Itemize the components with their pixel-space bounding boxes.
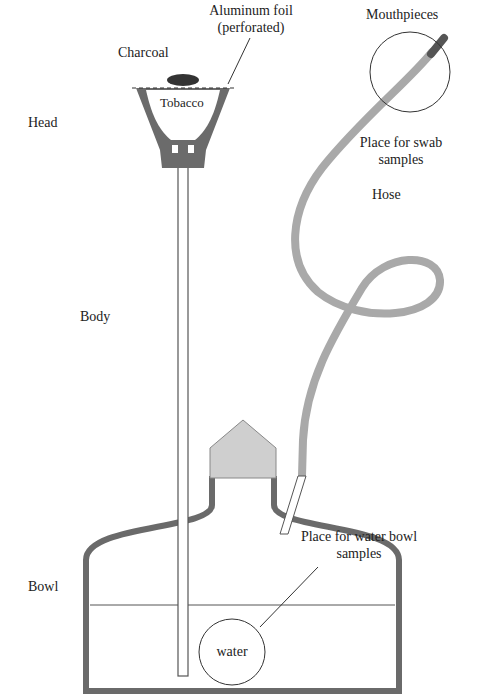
sample-circle: water [198,618,266,686]
head-hole [188,145,194,153]
part-label: Head [28,114,58,131]
aluminum-foil [132,87,236,88]
stopper [210,420,276,478]
leader-line [228,38,250,84]
water-line [90,605,395,606]
part-label: Bowl [28,578,58,595]
swab-callout-circle [370,32,450,112]
head-hole [172,145,178,153]
node-text: water [198,644,266,660]
body-stem [178,158,188,676]
part-label: Aluminum foil (perforated) [196,2,306,36]
hose [295,52,440,476]
leader-line [260,567,318,627]
charcoal [167,74,199,86]
mouthpiece [431,38,444,54]
part-label: Tobacco [160,94,204,111]
hose-tube [280,476,306,534]
part-label: Mouthpieces [366,6,438,23]
part-label: Body [80,308,110,325]
part-label: Charcoal [118,44,169,61]
part-label: Place for water bowl samples [300,528,418,562]
head-cup [136,88,230,168]
part-label: Hose [372,186,401,203]
head-bowl-interior [146,90,220,140]
part-label: Place for swab samples [345,134,457,168]
bowl-outline [86,476,399,691]
